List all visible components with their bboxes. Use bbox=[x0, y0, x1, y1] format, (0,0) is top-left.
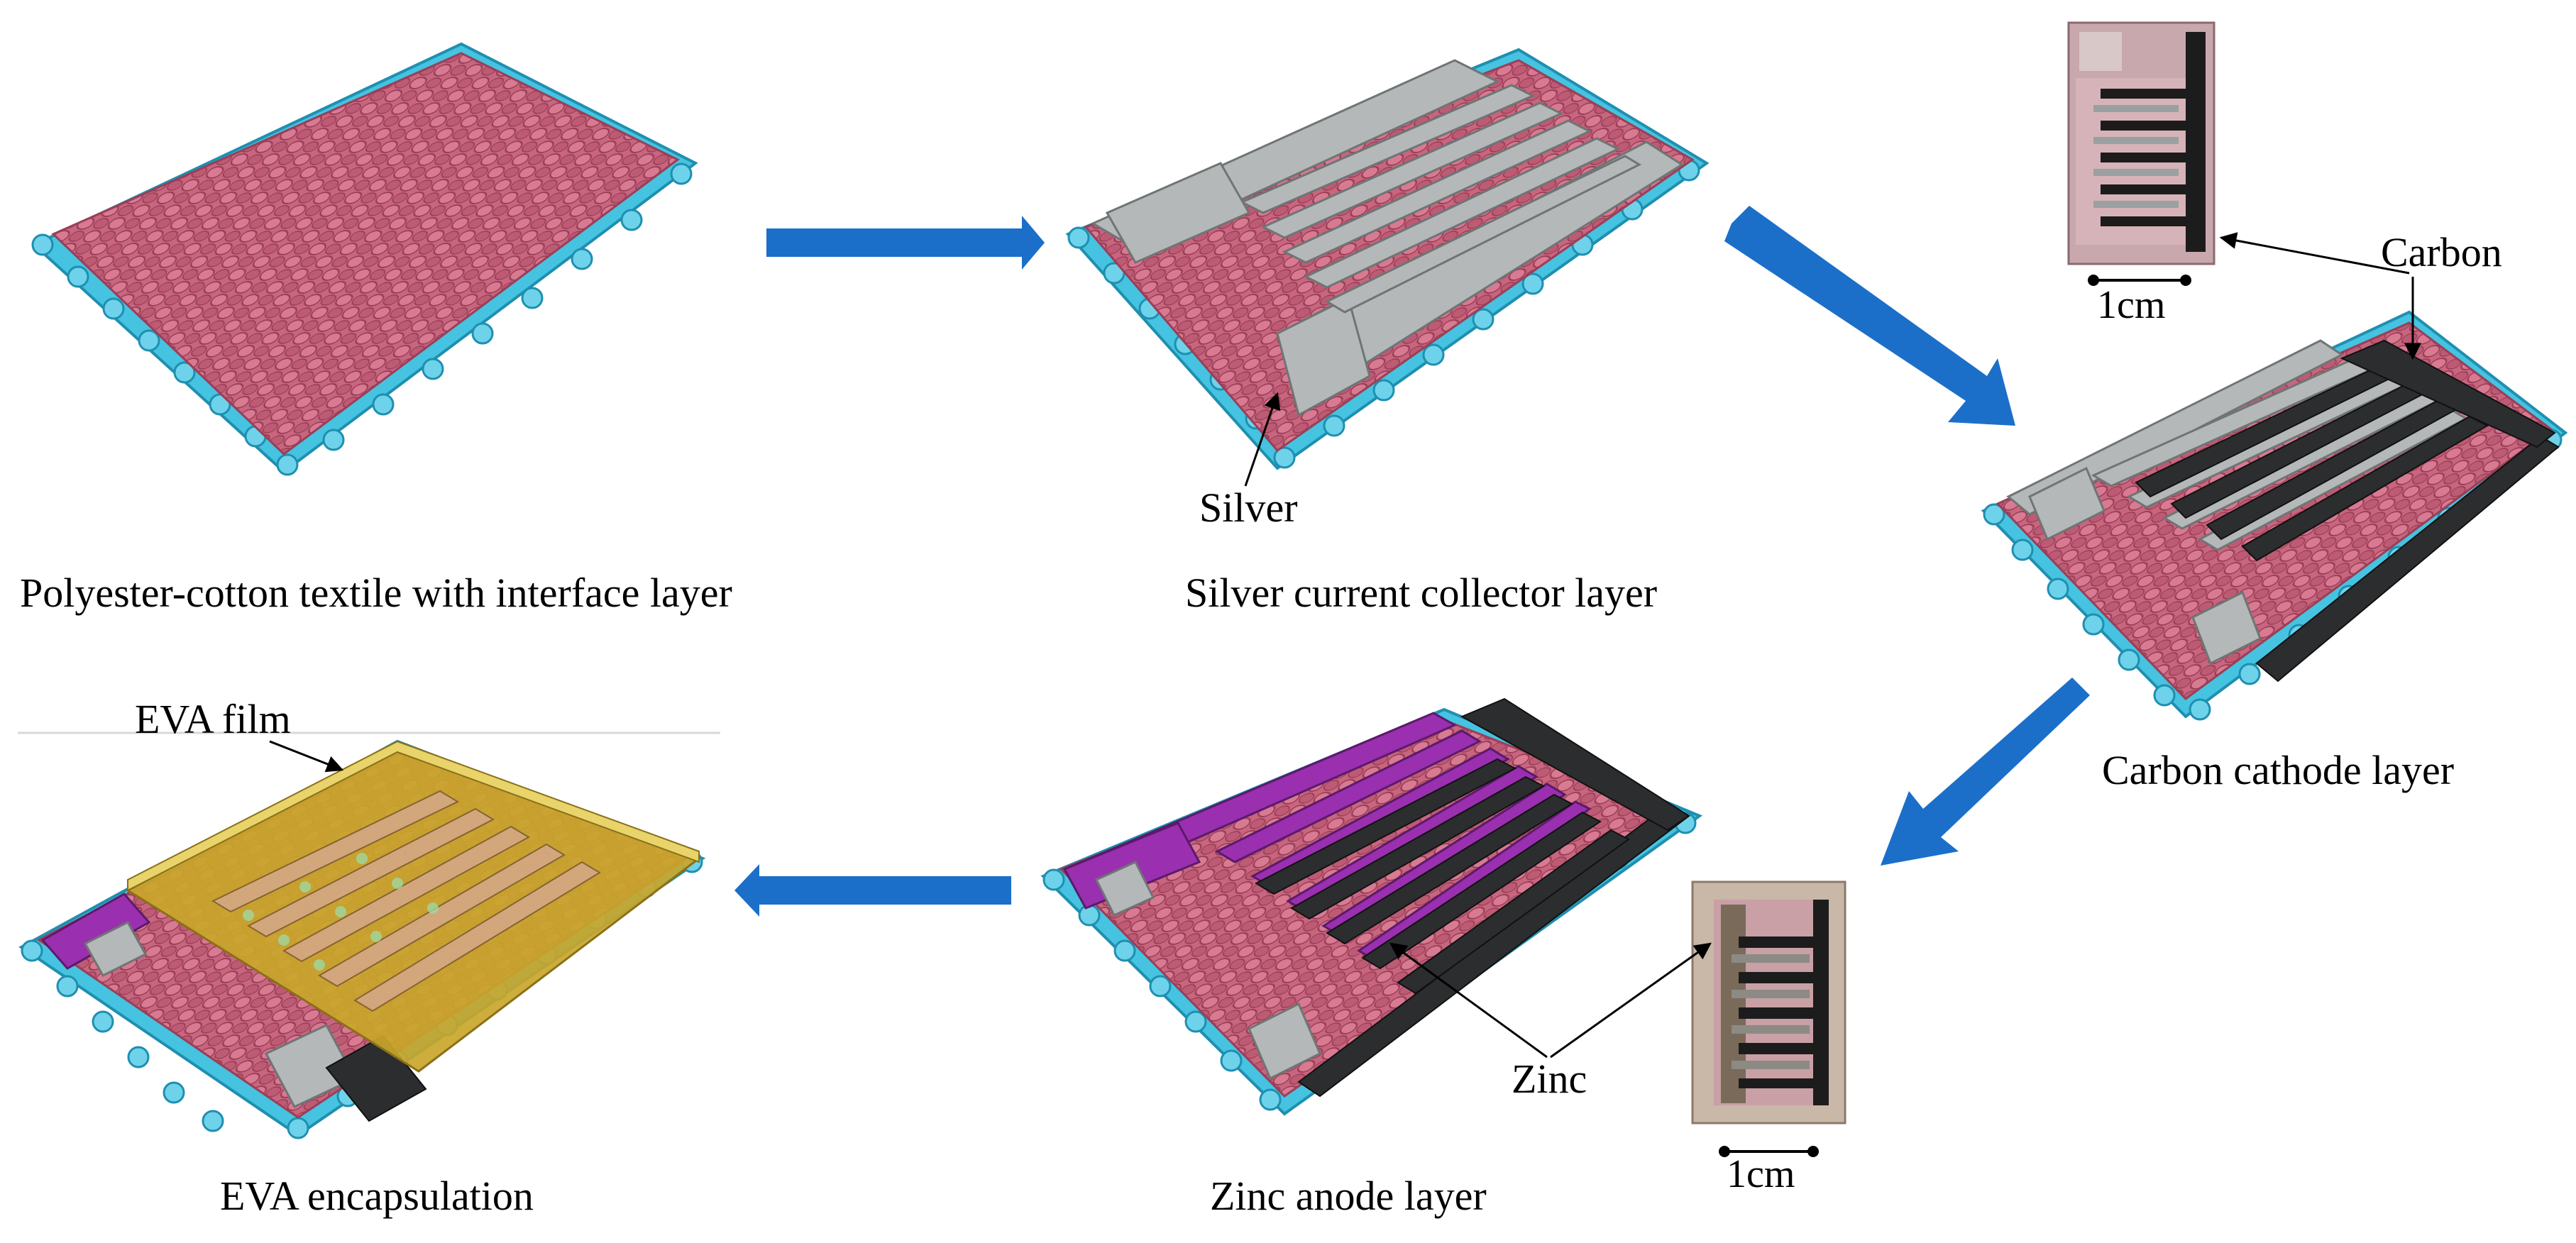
zinc-scale-label: 1cm bbox=[1727, 1152, 1795, 1196]
zinc-callout-line-panel bbox=[1389, 942, 1548, 1059]
zinc-carbon-cathode bbox=[1254, 697, 1690, 1098]
silver-collector bbox=[1090, 59, 1684, 417]
silver-callout-line bbox=[1244, 392, 1281, 487]
eva-callout-label: EVA film bbox=[135, 696, 291, 742]
zinc-caption: Zinc anode layer bbox=[1210, 1173, 1487, 1219]
zinc-photo bbox=[1691, 880, 1846, 1125]
arrow-step2-to-step3 bbox=[1724, 206, 2015, 426]
eva-film-top-face bbox=[127, 740, 700, 892]
arrow-step4-to-step5 bbox=[734, 864, 1011, 917]
carbon-caption: Carbon cathode layer bbox=[2102, 747, 2454, 793]
zinc-scale-bar bbox=[1719, 1146, 1819, 1157]
carbon-scale-label: 1cm bbox=[2097, 283, 2165, 327]
eva-silver-tab-left bbox=[83, 921, 148, 977]
carbon-panel bbox=[1981, 310, 2568, 721]
eva-callout-line bbox=[269, 740, 344, 773]
carbon-scale-bar bbox=[2088, 275, 2191, 286]
silver-callout-label: Silver bbox=[1199, 485, 1298, 531]
carbon-cathode bbox=[2135, 339, 2560, 683]
eva-caption: EVA encapsulation bbox=[220, 1173, 534, 1219]
zinc-panel bbox=[1040, 697, 1703, 1116]
eva-inner-fingers bbox=[211, 790, 601, 1012]
eva-carbon-tab bbox=[325, 1034, 427, 1122]
textile-panel bbox=[31, 42, 698, 476]
carbon-callout-line-photo bbox=[2219, 232, 2410, 275]
textile-surface bbox=[51, 52, 680, 455]
carbon-callout-label: Carbon bbox=[2381, 229, 2502, 275]
eva-purple-tab bbox=[40, 893, 151, 970]
arrow-step1-to-step2 bbox=[766, 216, 1045, 270]
silver-caption: Silver current collector layer bbox=[1185, 570, 1657, 616]
textile-caption: Polyester-cotton textile with interface … bbox=[20, 570, 732, 616]
silver-panel bbox=[1065, 48, 1710, 470]
arrow-step3-to-step4 bbox=[1881, 678, 2090, 866]
zinc-callout-label: Zinc bbox=[1512, 1056, 1587, 1102]
eva-panel bbox=[18, 739, 706, 1139]
carbon-photo bbox=[2067, 21, 2216, 265]
zinc-callout-line-photo bbox=[1550, 942, 1712, 1059]
